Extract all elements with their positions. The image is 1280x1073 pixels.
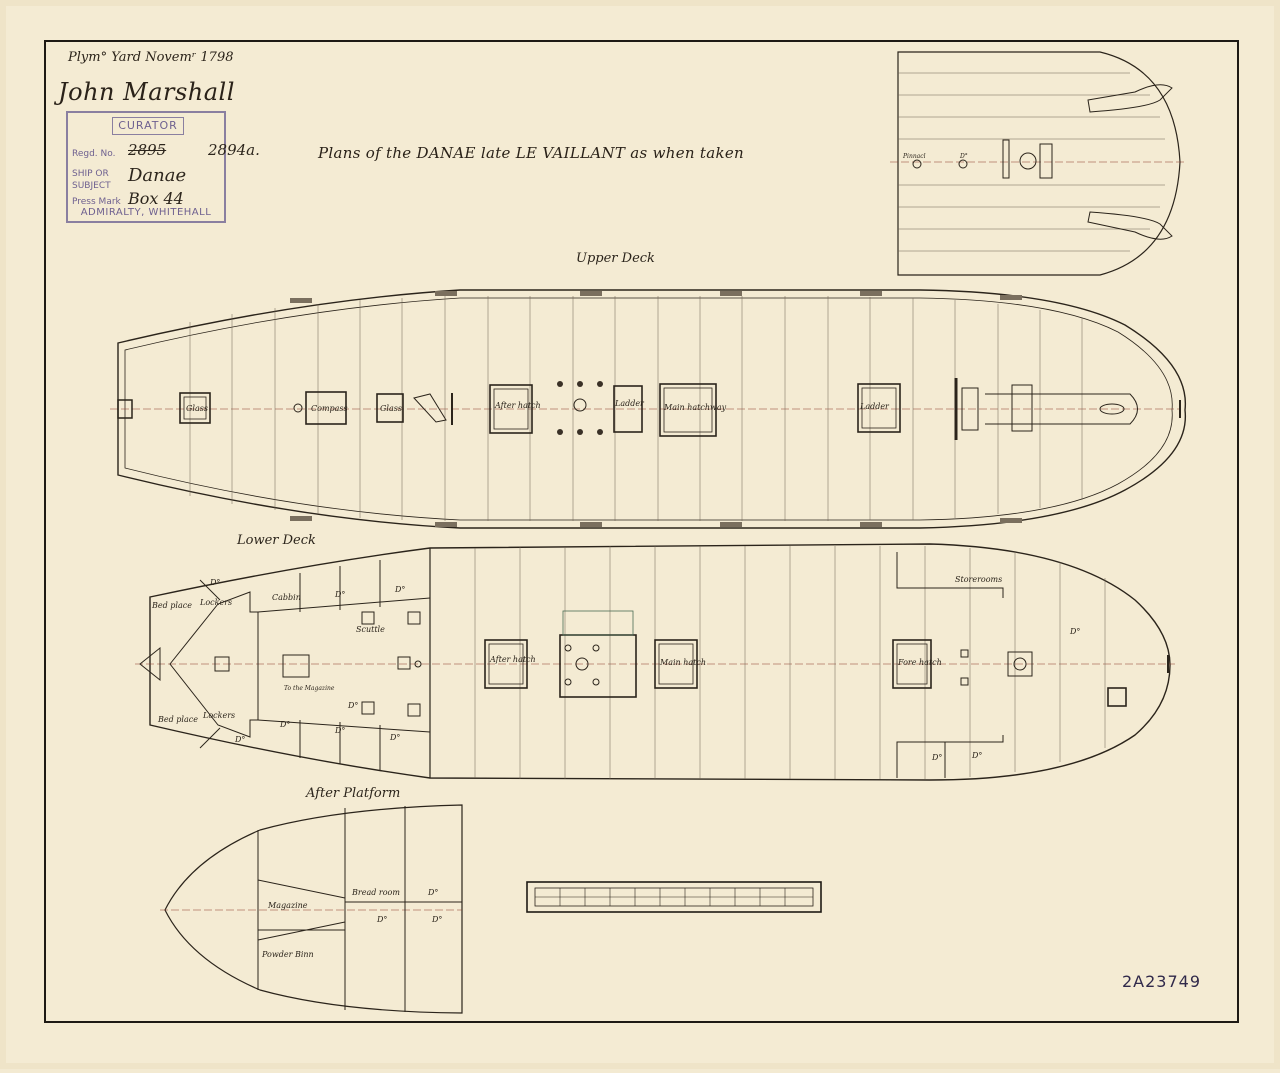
upper-label-main-hatchway: Main hatchway <box>663 403 727 412</box>
lower-label-bed-place-2: Bed place <box>157 715 198 724</box>
platform-label-ditto-1: D° <box>427 888 438 897</box>
lower-label-to-magazine: To the Magazine <box>284 685 335 692</box>
platform-label-ditto-2: D° <box>376 915 387 924</box>
lower-label-ditto-9: D° <box>1069 627 1080 636</box>
lower-label-ditto-2: D° <box>334 590 345 599</box>
upper-label-glass: Glass <box>186 404 208 413</box>
platform-label-ditto-3: D° <box>431 915 442 924</box>
signature: John Marshall <box>58 78 235 106</box>
upper-label-ladder: Ladder <box>614 399 645 408</box>
lower-label-cabbin: Cabbin <box>272 593 301 602</box>
stamp-regd-struck: 2895 <box>128 141 167 159</box>
after-platform-plan <box>160 804 463 1014</box>
lower-label-scuttle: Scuttle <box>356 625 385 634</box>
stamp-heading: CURATOR <box>112 117 184 135</box>
outer-border <box>44 40 1239 1023</box>
after-platform-title: After Platform <box>305 786 400 801</box>
stamp-ship-label-2: SUBJECT <box>72 181 111 191</box>
plan-title: Plans of the DANAE late LE VAILLANT as w… <box>318 144 745 162</box>
lower-label-ditto-7: D° <box>389 733 400 742</box>
lower-label-ditto-11: D° <box>971 751 982 760</box>
lower-label-storerooms: Storerooms <box>955 575 1002 584</box>
scale-bar <box>526 881 822 913</box>
stamp-footer: ADMIRALTY, WHITEHALL <box>80 207 212 218</box>
upper-label-glass-2: Glass <box>380 404 402 413</box>
fore-label-ditto: D° <box>959 153 968 160</box>
curator-stamp: CURATOR Regd. No. 2895 2894a. SHIP OR SU… <box>66 111 260 223</box>
lower-deck-title: Lower Deck <box>236 533 316 548</box>
platform-label-bread-room: Bread room <box>351 888 400 897</box>
lower-label-lockers: Lockers <box>199 598 232 607</box>
stamp-regd-label: Regd. No. <box>72 149 116 159</box>
lower-label-after-hatch: After hatch <box>489 655 536 664</box>
stamp-press-label: Press Mark <box>72 197 121 207</box>
lower-label-ditto-10: D° <box>931 753 942 762</box>
stamp-ship-label-1: SHIP OR <box>72 169 109 179</box>
lower-label-bed-place: Bed place <box>151 601 192 610</box>
upper-deck-plan <box>110 289 1187 529</box>
upper-label-after-hatch: After hatch <box>494 401 541 410</box>
catalogue-number: 2A23749 <box>1122 972 1202 991</box>
lower-label-ditto-4: D° <box>234 735 245 744</box>
upper-label-ladder-2: Ladder <box>859 402 890 411</box>
lower-label-ditto-6: D° <box>334 726 345 735</box>
lower-label-main-hatch: Main hatch <box>659 658 706 667</box>
platform-label-magazine: Magazine <box>267 901 308 910</box>
lower-label-ditto-8: D° <box>347 701 358 710</box>
yard-note: Plym° Yard Novemʳ 1798 <box>68 50 234 65</box>
lower-label-fore-hatch: Fore hatch <box>897 658 942 667</box>
stamp-regd-value: 2894a. <box>208 141 260 159</box>
stamp-press-value: Box 44 <box>128 189 184 208</box>
lower-deck-plan <box>135 543 1175 781</box>
upper-deck-title: Upper Deck <box>576 251 655 266</box>
lower-label-ditto-1: D° <box>209 578 220 587</box>
lower-label-ditto-3: D° <box>394 585 405 594</box>
lower-label-ditto-5: D° <box>279 720 290 729</box>
platform-label-powder-binn: Powder Binn <box>261 950 314 959</box>
stamp-ship-value: Danae <box>128 165 187 186</box>
upper-label-compass: Compass <box>311 404 348 413</box>
fore-plan <box>890 51 1185 276</box>
lower-label-lockers-2: Lockers <box>202 711 235 720</box>
fore-label-pinnacl: Pinnacl <box>902 153 926 160</box>
